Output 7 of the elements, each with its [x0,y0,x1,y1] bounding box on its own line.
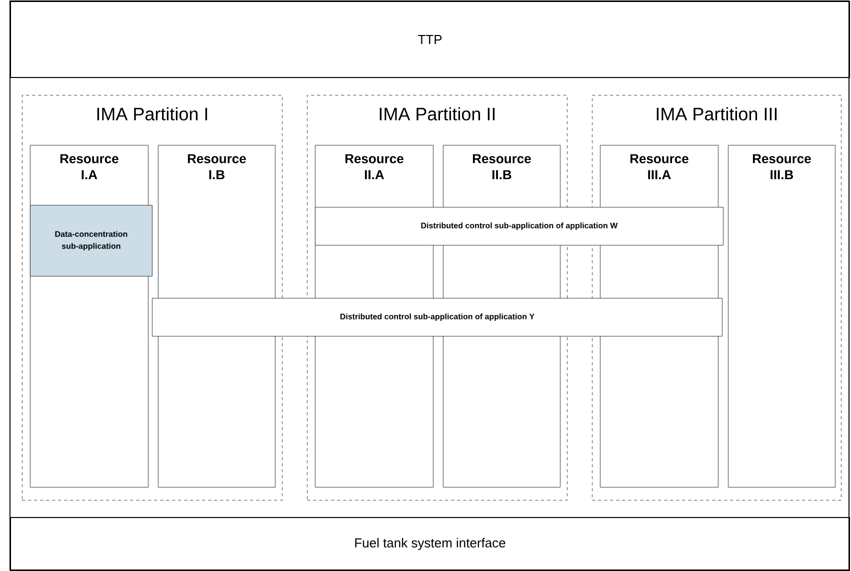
sub-application-box: Data-concentration sub-application [30,205,152,276]
layer-band: Fuel tank system interface [10,517,850,571]
resource-box: Resource III.B [728,145,836,488]
sub-application-bar: Distributed control sub-application of application W [315,207,724,246]
resource-box: Resource I.B [158,145,276,488]
sub-application-bar: Distributed control sub-application of application Y [152,298,722,336]
layer-band: TTP [10,1,850,78]
